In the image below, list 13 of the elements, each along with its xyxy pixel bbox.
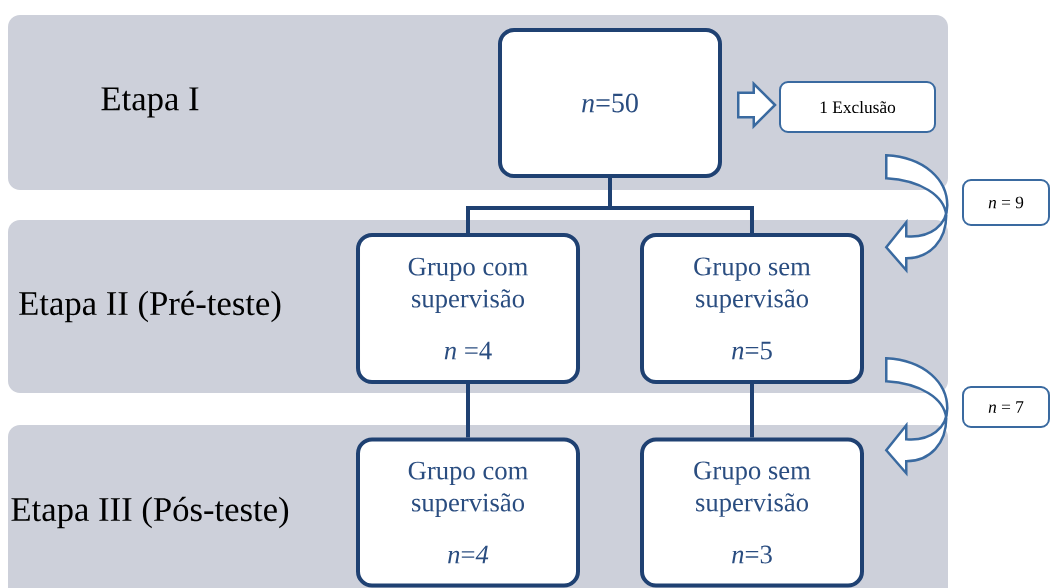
count-box: n = 9	[962, 179, 1050, 226]
group-box: Grupo sem supervisão n=3	[640, 437, 864, 588]
curved-arrow	[885, 357, 949, 475]
count-box: n = 7	[962, 386, 1050, 428]
connector-line	[750, 384, 754, 438]
exclusion-box: 1 Exclusão	[779, 81, 936, 133]
sample-box: n=50	[498, 28, 722, 178]
group-box: Grupo sem supervisão n=5	[640, 233, 864, 384]
group-box: Grupo com supervisão n =4	[356, 233, 580, 384]
connector-line	[608, 178, 754, 233]
curved-arrow	[885, 154, 949, 272]
connector-line	[466, 384, 470, 438]
group-box: Grupo com supervisão n=4	[356, 437, 580, 588]
